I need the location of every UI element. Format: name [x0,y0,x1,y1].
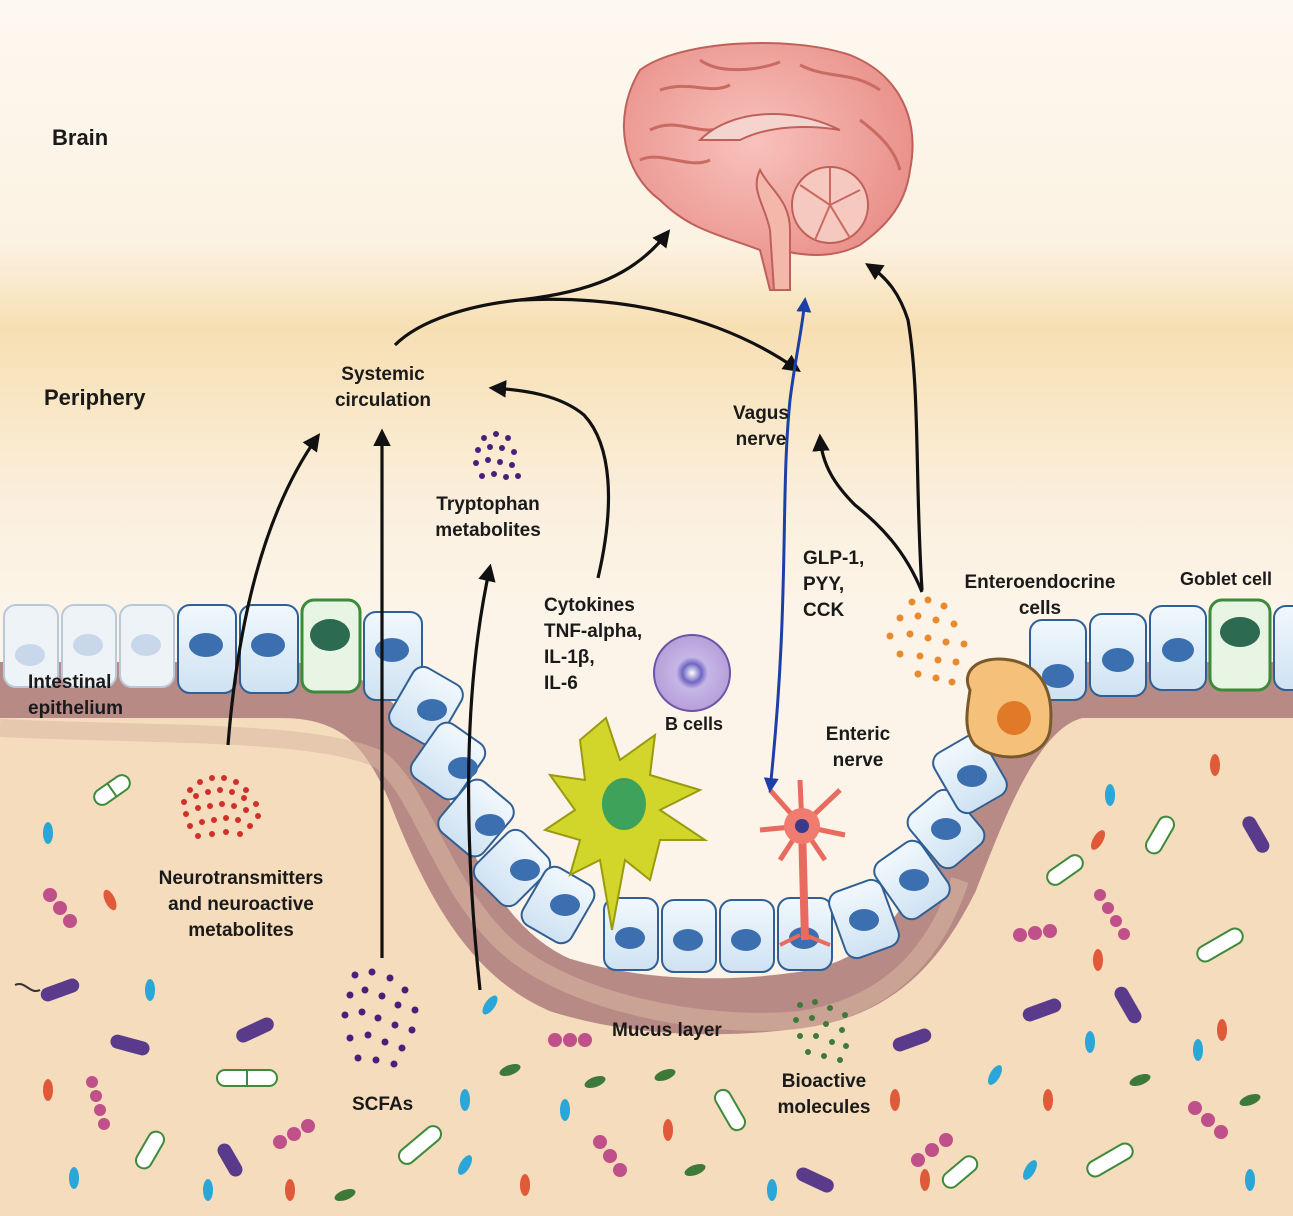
cytokines-line-2: TNF-alpha, [544,621,643,642]
goblet-cell-label: Goblet cell [1180,569,1273,589]
lumen [0,690,1293,1216]
arrow-lumen-to-tryptophan [466,563,496,991]
epithelium-cells-right [1029,598,1293,701]
arrow-vagus-bidirectional [763,297,812,793]
systemic-line-1: Systemic [341,364,425,385]
brain-illustration [622,42,914,291]
bioactive-dots [793,999,849,1063]
gut-microbiota [14,754,1270,1202]
bioactive-line-2: molecules [777,1097,871,1118]
cytokines-line-1: Cytokines [544,595,635,616]
systemic-circulation-label: Systemic circulation [318,362,448,414]
neurotransmitters-label: Neurotransmitters and neuroactive metabo… [150,866,332,944]
b-cells-label: B cells [665,714,724,734]
epithelium-line-1: Intestinal [28,672,112,693]
epithelium-line-2: epithelium [28,698,124,719]
neurotransmitter-dots [181,775,261,839]
enteric-line-2: nerve [832,750,884,771]
region-label-brain: Brain [52,125,109,150]
tryptophan-dots [473,431,521,480]
arrow-neurotransmitters-to-circulation [226,433,321,746]
enteric-line-1: Enteric [825,724,891,745]
vagus-line-2: nerve [735,429,787,450]
signal-arrows [226,229,924,991]
tryptophan-line-1: Tryptophan [436,494,540,515]
glp-line-3: CCK [803,600,845,621]
dendritic-nucleus [602,778,646,830]
tryptophan-metabolites-label: Tryptophan metabolites [424,492,552,544]
tryptophan-line-2: metabolites [435,520,541,541]
enteroendocrine-line-1: Enteroendocrine [964,572,1116,593]
glp-line-2: PYY, [803,574,845,595]
region-label-periphery: Periphery [44,385,146,410]
neuro-line-3: metabolites [188,920,294,941]
mucus-layer [0,719,969,1031]
systemic-line-2: circulation [334,390,432,411]
arrow-enteroendocrine-to-brain [865,263,924,591]
neuro-line-1: Neurotransmitters [158,868,324,889]
arrow-cytokines-to-circulation [488,380,611,579]
vagus-nerve-label: Vagus nerve [716,401,806,453]
arrow-hormones-to-vagus [812,433,924,593]
vagus-line-1: Vagus [733,403,789,424]
cytokines-label: Cytokines TNF-alpha, IL-1β, IL-6 [544,593,642,697]
bioactive-line-1: Bioactive [781,1071,867,1092]
enteroendocrine-nucleus [997,701,1031,735]
neuro-line-2: and neuroactive [168,894,314,915]
cytokines-line-3: IL-1β, [544,647,595,668]
bioactive-molecules-label: Bioactive molecules [772,1069,876,1121]
enteric-neuron [759,779,846,947]
mucus-layer-label: Mucus layer [612,1020,722,1041]
enteroendocrine-line-2: cells [1018,598,1062,619]
epithelium-cells-crypt [388,665,1008,973]
enteroendocrine-label: Enteroendocrine cells [964,570,1116,622]
enteric-nerve-label: Enteric nerve [818,722,898,774]
epithelium-cells-left [3,598,423,701]
scfas-label: SCFAs [352,1094,414,1115]
gut-hormones-label: GLP-1, PYY, CCK [803,546,864,624]
intestinal-epithelium-label: Intestinal epithelium [28,670,123,722]
cytokines-line-4: IL-6 [544,673,578,694]
b-cell [653,634,731,712]
scfa-dots [341,968,419,1068]
glp-line-1: GLP-1, [803,548,865,569]
hormone-dots [886,596,968,686]
